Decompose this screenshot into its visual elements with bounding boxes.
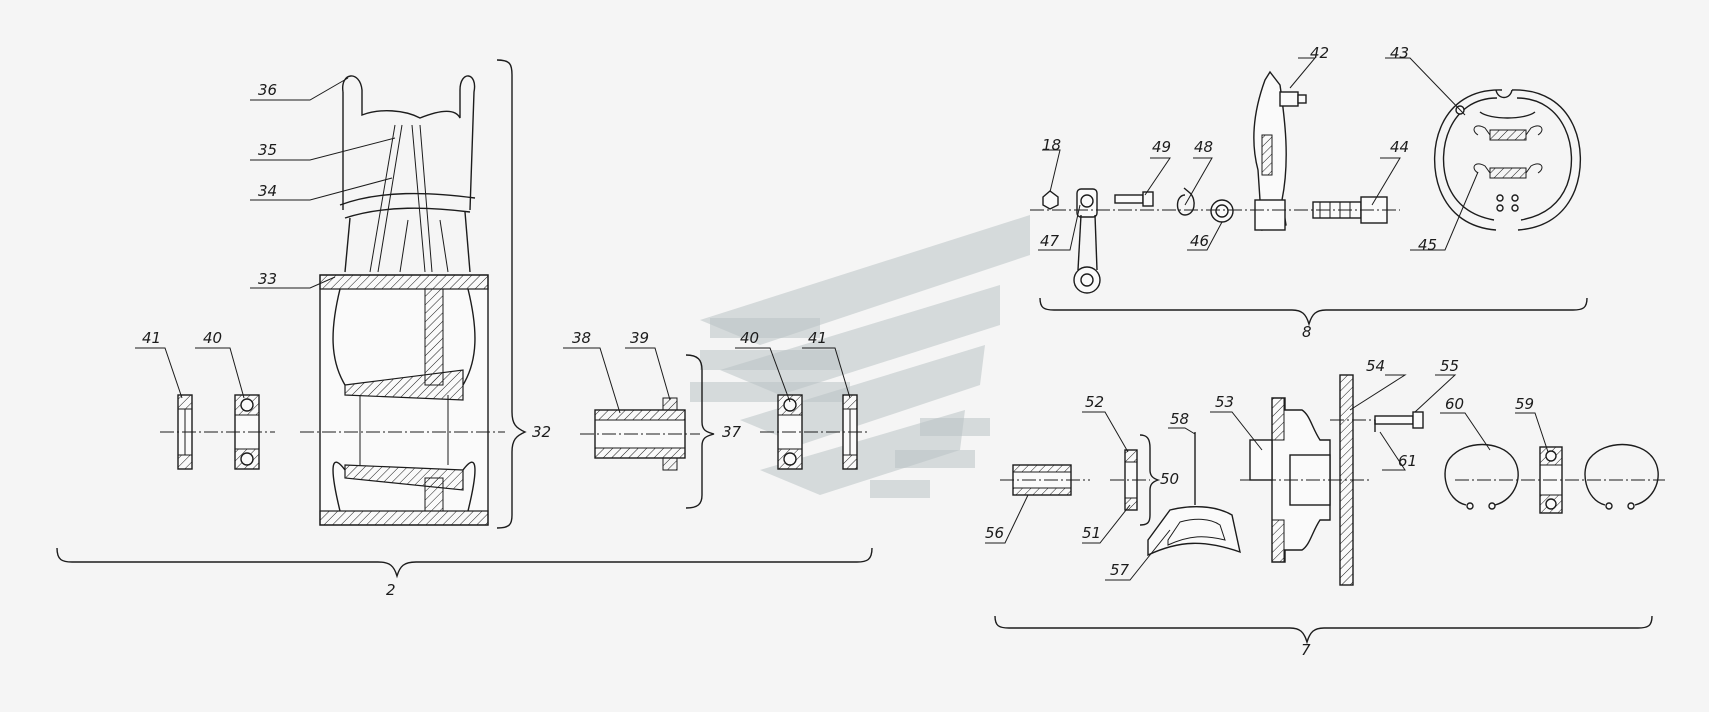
brace-8 bbox=[1039, 297, 1588, 327]
spacer-sleeve-38 bbox=[594, 397, 686, 471]
callout-41-right: 41 bbox=[808, 329, 827, 347]
callout-45: 45 bbox=[1418, 236, 1437, 254]
callout-2: 2 bbox=[386, 581, 396, 599]
callout-33: 33 bbox=[258, 270, 277, 288]
callout-58: 58 bbox=[1170, 410, 1189, 428]
callout-56: 56 bbox=[985, 524, 1004, 542]
nut-18 bbox=[1042, 190, 1059, 210]
bolt-55 bbox=[1374, 411, 1424, 429]
callout-46: 46 bbox=[1190, 232, 1209, 250]
callout-49: 49 bbox=[1152, 138, 1171, 156]
leader-lines-bottom-right bbox=[985, 374, 1549, 581]
callout-54: 54 bbox=[1366, 357, 1385, 375]
leader-lines-left bbox=[135, 77, 851, 414]
wheel-assembly-group bbox=[56, 59, 873, 579]
callout-39: 39 bbox=[630, 329, 649, 347]
callout-52: 52 bbox=[1085, 393, 1104, 411]
circlip-60-right bbox=[1584, 443, 1659, 506]
callout-48: 48 bbox=[1194, 138, 1213, 156]
callout-61: 61 bbox=[1398, 452, 1417, 470]
brace-50 bbox=[1139, 434, 1161, 526]
brace-37 bbox=[685, 354, 715, 509]
brace-32 bbox=[496, 59, 527, 529]
sprocket-assembly-group bbox=[985, 374, 1665, 645]
bearing-59 bbox=[1539, 446, 1563, 514]
sector-plate-57 bbox=[1147, 506, 1241, 557]
callout-37: 37 bbox=[722, 423, 742, 441]
brake-shield-42 bbox=[1253, 70, 1307, 231]
clip-48 bbox=[1176, 187, 1195, 216]
callout-35: 35 bbox=[258, 141, 277, 159]
callout-42: 42 bbox=[1310, 44, 1329, 62]
callout-43: 43 bbox=[1390, 44, 1409, 62]
callout-59: 59 bbox=[1515, 395, 1534, 413]
callout-36: 36 bbox=[258, 81, 277, 99]
callout-34: 34 bbox=[258, 182, 277, 200]
wheel-hub bbox=[319, 274, 489, 526]
watermark-logo bbox=[690, 215, 1030, 498]
callout-40-right: 40 bbox=[740, 329, 759, 347]
brace-2 bbox=[56, 547, 873, 579]
callout-51: 51 bbox=[1082, 524, 1101, 542]
callout-53: 53 bbox=[1215, 393, 1234, 411]
callout-32: 32 bbox=[532, 423, 551, 441]
brace-7 bbox=[994, 615, 1653, 645]
callout-57: 57 bbox=[1110, 561, 1130, 579]
bolt-49 bbox=[1114, 191, 1154, 207]
callout-55: 55 bbox=[1440, 357, 1459, 375]
callout-41-left: 41 bbox=[142, 329, 161, 347]
callout-7: 7 bbox=[1301, 641, 1311, 659]
callout-50: 50 bbox=[1160, 470, 1179, 488]
callout-38: 38 bbox=[572, 329, 591, 347]
brake-shoes-43 bbox=[1433, 89, 1582, 231]
callout-44: 44 bbox=[1390, 138, 1409, 156]
callout-40-left: 40 bbox=[203, 329, 222, 347]
callout-47: 47 bbox=[1040, 232, 1060, 250]
callout-60: 60 bbox=[1445, 395, 1464, 413]
brake-assembly-group bbox=[1030, 57, 1588, 327]
wheel-rim bbox=[339, 75, 476, 273]
lever-47 bbox=[1073, 188, 1101, 294]
leader-lines-top-right bbox=[1038, 57, 1479, 251]
callout-8: 8 bbox=[1302, 323, 1312, 341]
ring-46 bbox=[1210, 199, 1234, 223]
circlip-60 bbox=[1444, 443, 1519, 506]
callout-labels: 36 35 34 33 41 40 38 39 40 41 32 37 2 42… bbox=[142, 44, 1534, 659]
callout-18: 18 bbox=[1042, 136, 1061, 154]
